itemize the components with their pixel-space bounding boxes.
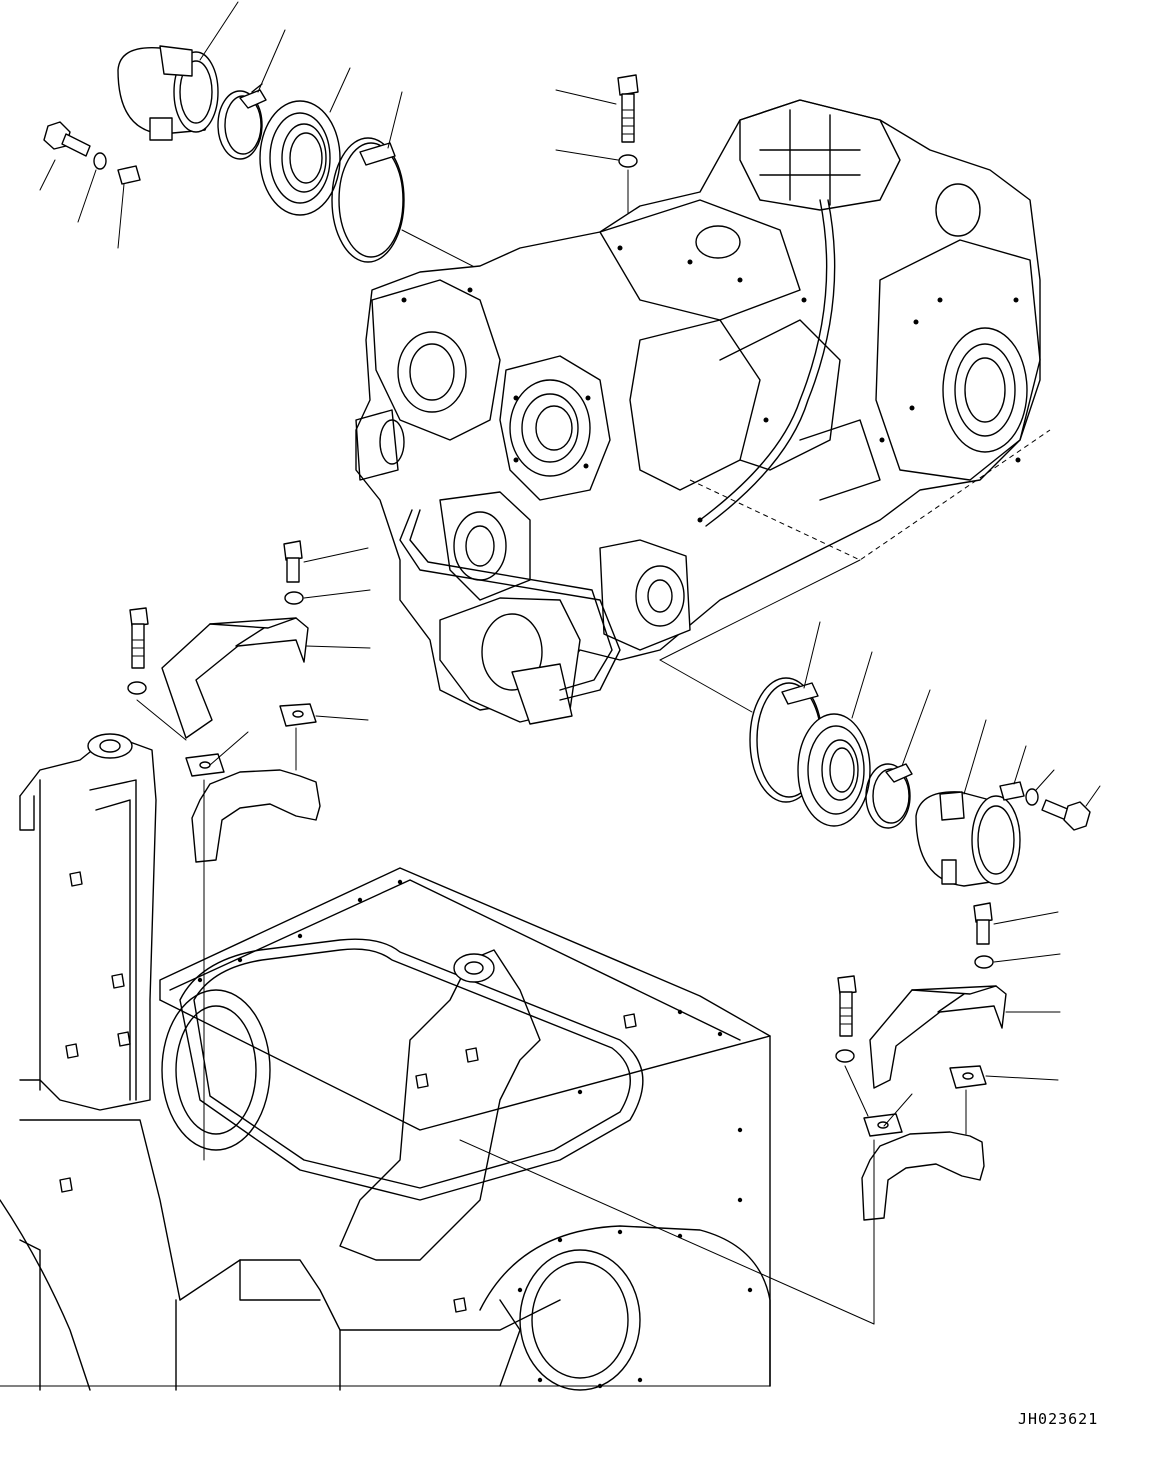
lock-plate-right [999,781,1025,801]
hex-bolt-right [1041,799,1091,831]
bellows-seal-left [259,100,341,216]
mount-bracket-group-left [127,540,371,1161]
right-exhaust-tube-group [659,621,1101,887]
hose-clamp-small-right [865,763,913,829]
lock-plate-left [117,165,141,185]
hex-bolt-left [43,121,91,157]
washer-right [1025,788,1039,806]
exhaust-tube-right [915,791,1021,887]
washer-left [93,152,107,170]
hose-clamp-small-left [217,83,267,160]
hose-clamp-large-left [331,137,405,263]
chassis-frame [0,733,771,1391]
transmission-assembly [355,99,1051,725]
mount-bracket-group-right [459,902,1061,1325]
exhaust-tube-left [117,45,219,141]
bellows-seal-right [797,713,871,827]
document-id-label: JH023621 [1018,1410,1099,1428]
top-left-exhaust-tube-group [39,1,501,281]
